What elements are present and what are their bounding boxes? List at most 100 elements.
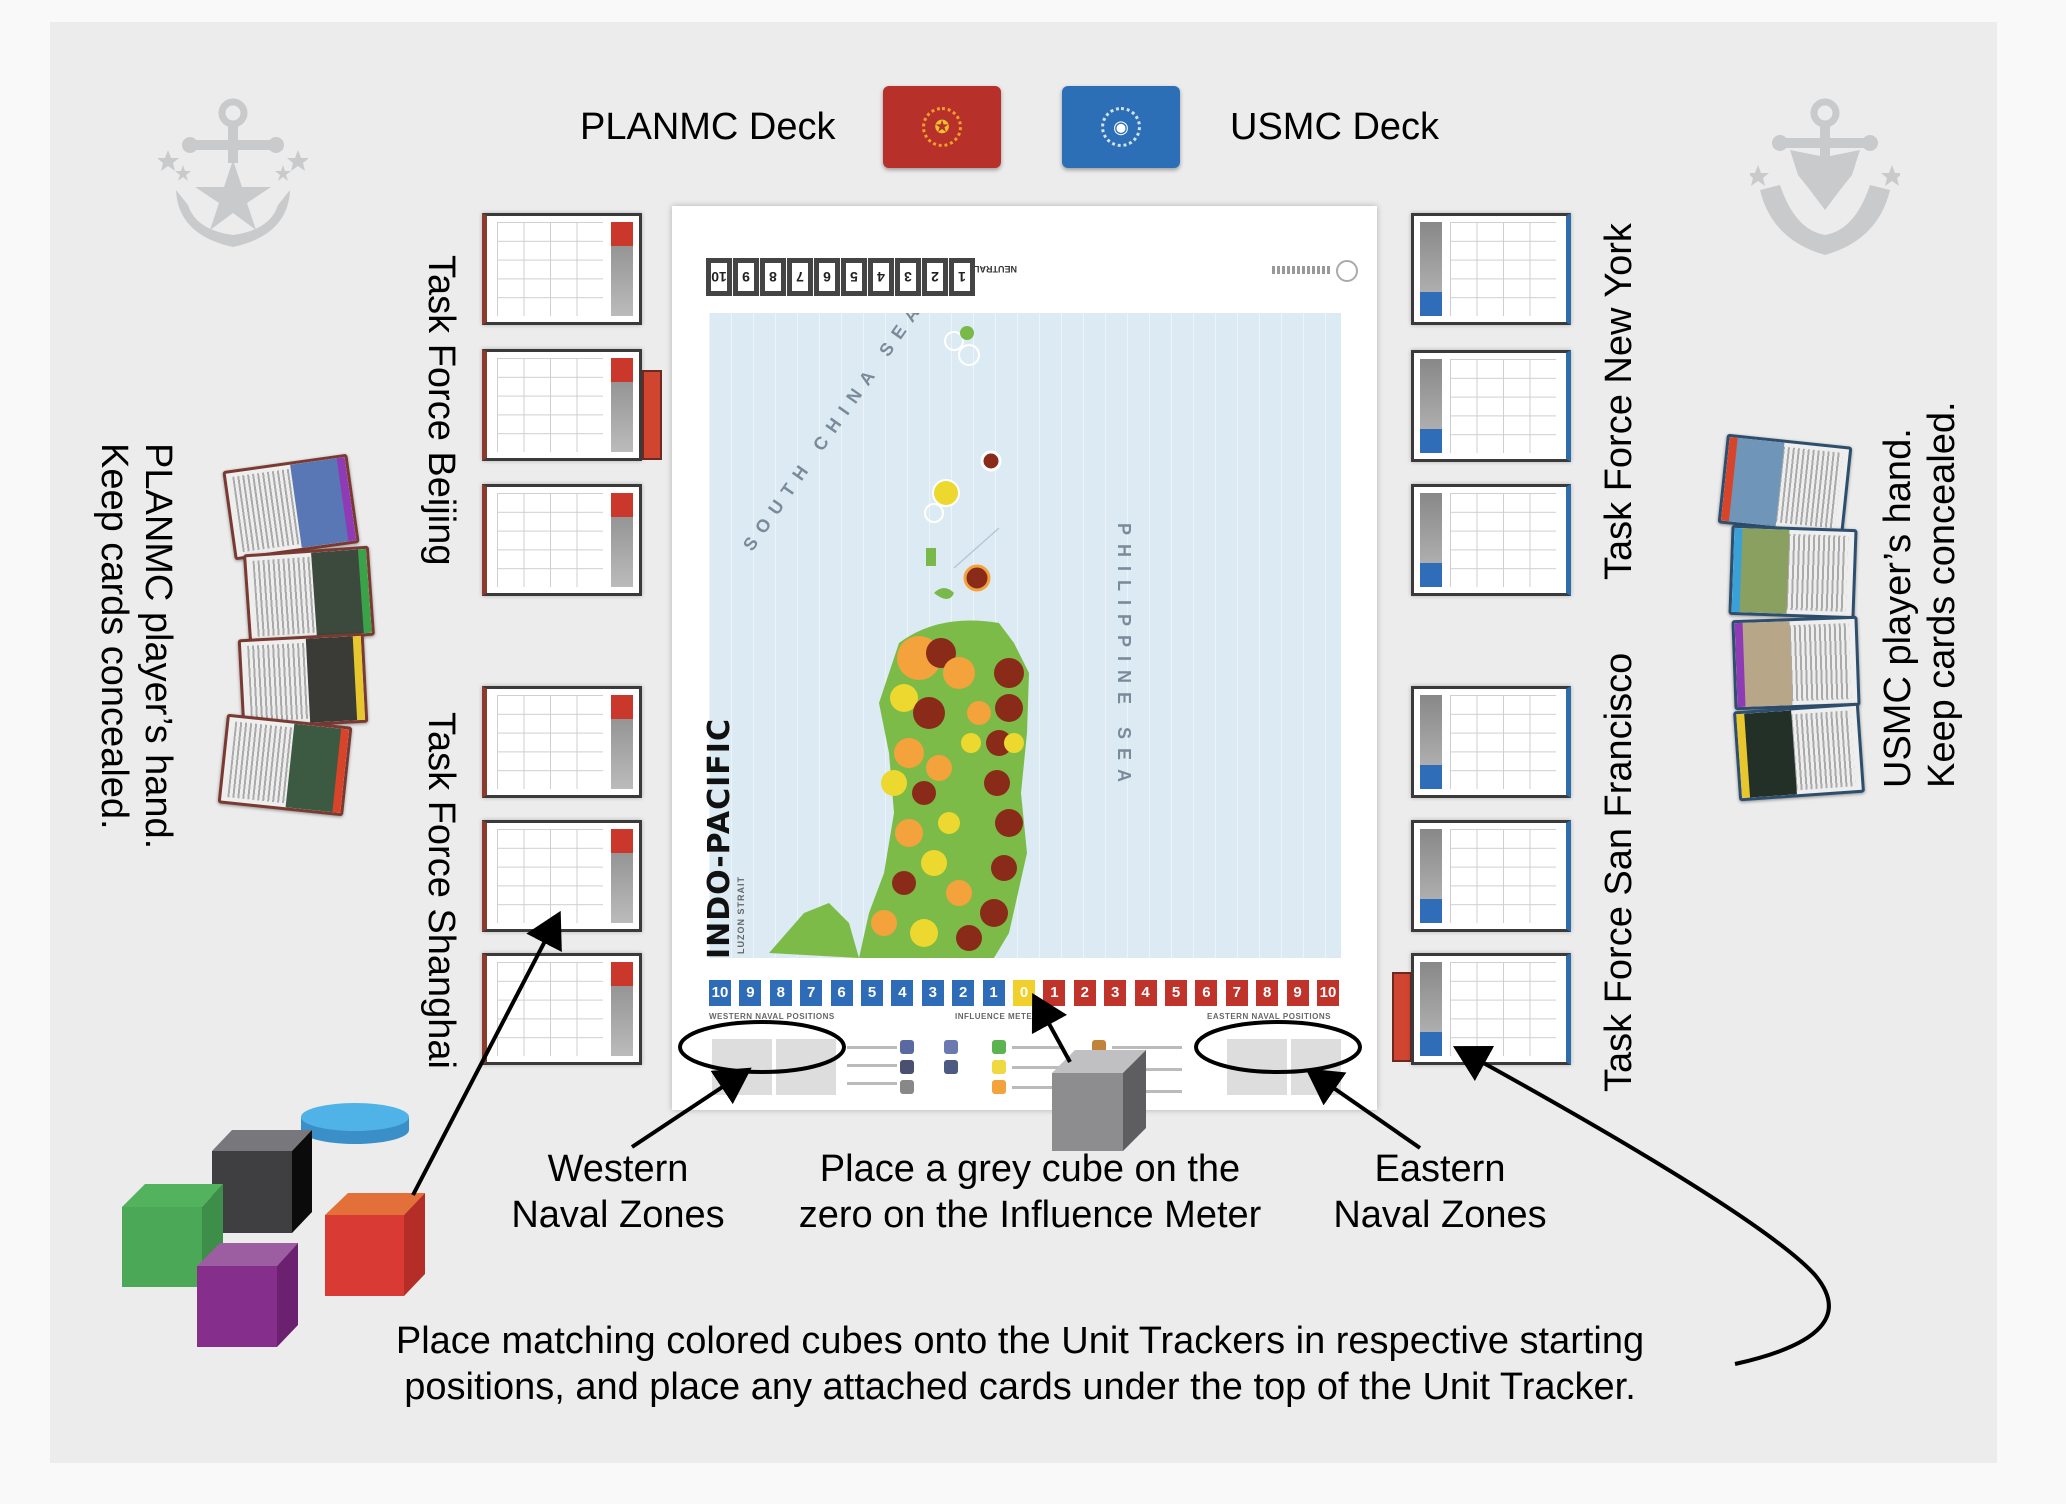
publisher-logo-icon [1272,266,1332,274]
usmc-unit-icon [1420,429,1442,453]
influence-east-3[interactable]: 3 [1102,978,1129,1008]
unit-tracker-beijing-3[interactable] [482,484,642,596]
legend-unit-icon [944,1040,958,1054]
legend-unit-icon [944,1060,958,1074]
influence-east-5[interactable]: 5 [1163,978,1189,1008]
unit-tracker-shanghai-3[interactable] [482,953,642,1065]
unit-tracker-beijing-2[interactable] [482,349,642,461]
planmc-unit-icon [611,829,633,853]
green-cube[interactable] [122,1184,223,1287]
attached-card[interactable] [642,370,662,460]
influence-east-4[interactable]: 4 [1132,978,1159,1008]
unit-tracker-beijing-1[interactable] [482,213,642,325]
planmc-unit-icon [611,358,633,382]
red-cube[interactable] [325,1193,425,1296]
caption-line: Naval Zones [1333,1194,1547,1236]
influence-west-9[interactable]: 9 [737,978,764,1008]
turn-track-box[interactable]: 5 [841,258,867,296]
planmc-deck[interactable]: ✪ [883,86,1001,168]
turn-track-box[interactable]: 7 [787,258,813,296]
caption-line: Eastern [1374,1148,1506,1190]
usmc-unit-icon [1420,765,1442,789]
influence-east-9[interactable]: 9 [1284,978,1311,1008]
influence-east-8[interactable]: 8 [1254,978,1281,1008]
influence-west-10[interactable]: 10 [707,978,733,1008]
turn-track-box[interactable]: 1 [949,258,975,296]
caption-line: Place matching colored cubes onto the Un… [395,1320,1645,1362]
turn-track-box[interactable]: 4 [868,258,894,296]
western-naval-zones-caption: Western Naval Zones [498,1146,738,1238]
usmc-unit-icon [1420,899,1442,923]
legend-terrain-icon [992,1060,1006,1074]
black-cube[interactable] [212,1130,312,1233]
arrow-to-eastern-zones [1305,1068,1422,1150]
influence-meter-label: INFLUENCE METER [955,1012,1039,1021]
usmc-unit-icon [1420,292,1442,316]
usmc-deck-label: USMC Deck [1230,106,1440,148]
influence-west-6[interactable]: 6 [828,978,855,1008]
influence-east-7[interactable]: 7 [1223,978,1250,1008]
caption-line: positions, and place any attached cards … [404,1366,1636,1408]
influence-west-5[interactable]: 5 [859,978,885,1008]
unit-tracker-shanghai-2[interactable] [482,820,642,932]
turn-track-box[interactable]: 6 [814,258,840,296]
turn-track-box[interactable]: 9 [733,258,759,296]
eastern-naval-positions-label: EASTERN NAVAL POSITIONS [1207,1012,1331,1021]
influence-west-8[interactable]: 8 [767,978,794,1008]
compass-icon [1336,260,1358,282]
unit-tracker-instructions: Place matching colored cubes onto the Un… [330,1318,1710,1410]
usmc-unit-icon [1420,1032,1442,1056]
caption-line: Naval Zones [511,1194,725,1236]
planmc-deck-emblem-icon: ✪ [922,107,962,147]
influence-west-3[interactable]: 3 [919,978,946,1008]
province-hexes [871,636,1024,951]
unit-tracker-new-york-1[interactable] [1411,213,1571,325]
western-zone-highlight [678,1020,846,1074]
legend-terrain-icon [992,1080,1006,1094]
planmc-emblem-icon [158,98,308,247]
unit-tracker-san-francisco-1[interactable] [1411,686,1571,798]
legend-unit-icon [900,1060,914,1074]
influence-east-10[interactable]: 10 [1315,978,1341,1008]
turn-track-box[interactable]: 8 [760,258,786,296]
turn-track-box[interactable]: 10 [706,258,732,296]
turn-track-box[interactable]: 3 [895,258,921,296]
usmc-unit-icon [1420,563,1442,587]
influence-meter-caption: Place a grey cube on the zero on the Inf… [770,1146,1290,1238]
eastern-naval-zones-caption: Eastern Naval Zones [1320,1146,1560,1238]
influence-west-2[interactable]: 2 [950,978,977,1008]
arrow-to-shanghai-tracker [411,910,562,1196]
grey-cube[interactable] [1052,1050,1146,1151]
luzon-map[interactable]: SOUTH CHINA SEA PHILIPPINE SEA [709,313,1341,958]
arrow-to-influence-zero [1031,992,1072,1063]
planmc-unit-icon [611,695,633,719]
purple-cube[interactable] [197,1243,298,1347]
usmc-deck[interactable]: ◉ [1062,86,1180,168]
influence-east-6[interactable]: 6 [1193,978,1220,1008]
influence-west-1[interactable]: 1 [980,978,1007,1008]
turn-track-box[interactable]: 2 [922,258,948,296]
curved-arrow-to-sf-tracker [1452,1045,1831,1366]
caption-line: Place a grey cube on the [819,1148,1241,1190]
legend-terrain-icon [992,1040,1006,1054]
arrow-to-western-zones [630,1067,752,1149]
influence-west-7[interactable]: 7 [798,978,825,1008]
influence-east-2[interactable]: 2 [1071,978,1098,1008]
legend-unit-icon [900,1080,914,1094]
island-shapes [769,326,1029,958]
planmc-unit-icon [611,962,633,986]
unit-tracker-new-york-2[interactable] [1411,350,1571,462]
unit-tracker-new-york-3[interactable] [1411,484,1571,596]
influence-west-4[interactable]: 4 [889,978,916,1008]
planmc-unit-icon [611,222,633,246]
western-naval-positions-label: WESTERN NAVAL POSITIONS [709,1012,835,1021]
usmc-emblem-icon [1750,98,1900,255]
blue-disc[interactable] [301,1103,409,1144]
unit-tracker-san-francisco-2[interactable] [1411,820,1571,932]
planmc-unit-icon [611,493,633,517]
caption-line: Western [547,1148,689,1190]
unit-tracker-shanghai-1[interactable] [482,686,642,798]
eastern-zone-highlight [1194,1020,1362,1074]
